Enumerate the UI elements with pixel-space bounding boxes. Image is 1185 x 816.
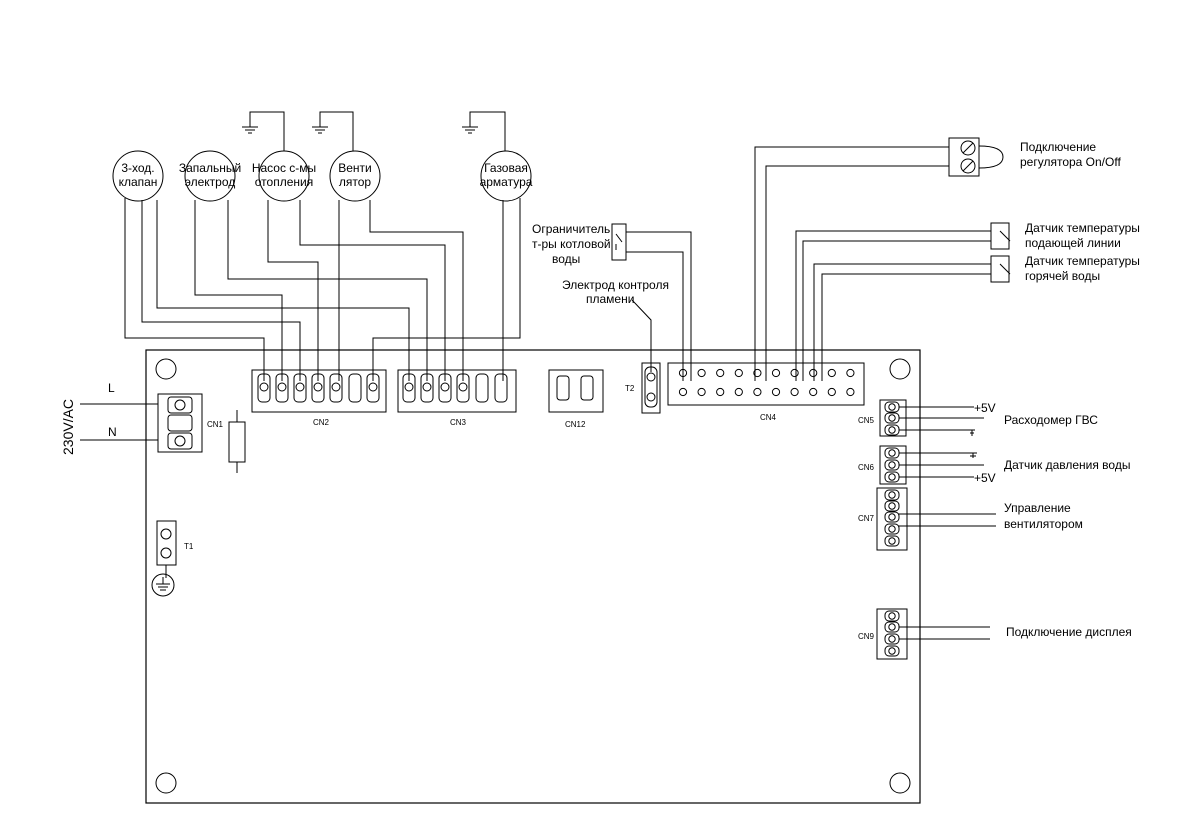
- regulator-terminal: Подключение регулятора On/Off: [754, 137, 1121, 381]
- power-input: 230V/AC L N CN1: [60, 381, 246, 473]
- svg-text:Датчик температуры: Датчик температуры: [1025, 221, 1140, 235]
- supply-temp-sensor: Датчик температуры подающей линии: [795, 221, 1140, 381]
- fuse: [228, 421, 246, 463]
- component-wiring: [124, 198, 521, 381]
- svg-text:горячей воды: горячей воды: [1025, 269, 1100, 283]
- connector-cn12: CN12: [548, 369, 604, 429]
- pressure-label: Датчик давления воды: [1004, 458, 1130, 472]
- dhw-temp-sensor: Датчик температуры горячей воды: [813, 254, 1140, 381]
- cn1-label: CN1: [207, 420, 224, 429]
- svg-text:Подключение: Подключение: [1020, 140, 1096, 154]
- display-label: Подключение дисплея: [1006, 625, 1132, 639]
- svg-text:воды: воды: [552, 252, 580, 266]
- svg-text:Управление: Управление: [1004, 501, 1071, 515]
- terminal-t2: T2: [625, 362, 661, 414]
- flowmeter-label: Расходомер ГВС: [1004, 413, 1098, 427]
- cn7-label: CN7: [858, 514, 875, 523]
- svg-text:лятор: лятор: [339, 175, 372, 189]
- control-board: [145, 349, 921, 804]
- line-label: L: [108, 381, 115, 395]
- component-3way-valve: 3-ход. клапан: [112, 150, 164, 202]
- cn6-label: CN6: [858, 463, 875, 472]
- cn2-label: CN2: [313, 418, 330, 427]
- flame-electrode: Электрод контроля пламени: [562, 278, 669, 372]
- svg-text:электрод: электрод: [185, 175, 236, 189]
- svg-text:Газовая: Газовая: [484, 161, 528, 175]
- t1-label: T1: [184, 542, 194, 551]
- svg-text:Запальный: Запальный: [179, 161, 241, 175]
- svg-text:Насос с-мы: Насос с-мы: [252, 161, 316, 175]
- svg-text:+5V: +5V: [974, 471, 996, 485]
- svg-text:т-ры котловой: т-ры котловой: [532, 237, 611, 251]
- svg-text:Датчик температуры: Датчик температуры: [1025, 254, 1140, 268]
- svg-text:пламени: пламени: [586, 292, 634, 306]
- ground-symbols: [242, 111, 506, 151]
- cn4-label: CN4: [760, 413, 777, 422]
- cn9-label: CN9: [858, 632, 875, 641]
- cn5-label: CN5: [858, 416, 875, 425]
- component-pump: Насос с-мы отопления: [252, 150, 316, 202]
- component-fan: Венти лятор: [329, 150, 381, 202]
- svg-text:регулятора On/Off: регулятора On/Off: [1020, 155, 1121, 169]
- svg-text:вентилятором: вентилятором: [1004, 517, 1083, 531]
- connector-cn7: CN7 Управление вентилятором: [858, 487, 1083, 551]
- svg-text:арматура: арматура: [480, 175, 533, 189]
- voltage-label: 230V/AC: [60, 399, 76, 455]
- svg-text:клапан: клапан: [119, 175, 158, 189]
- connector-cn5: CN5 +5V Расходомер ГВС: [858, 399, 1098, 437]
- connector-cn3: CN3: [397, 369, 517, 427]
- cn3-label: CN3: [450, 418, 467, 427]
- neutral-label: N: [108, 425, 117, 439]
- mounting-holes: [155, 358, 911, 794]
- connector-cn2: CN2: [251, 369, 387, 427]
- cn12-label: CN12: [565, 420, 586, 429]
- svg-text:подающей линии: подающей линии: [1025, 236, 1121, 250]
- component-gas-valve: Газовая арматура: [480, 150, 533, 202]
- connector-cn9: CN9 Подключение дисплея: [858, 608, 1132, 660]
- svg-text:+5V: +5V: [974, 401, 996, 415]
- earth-terminal-t1: T1: [151, 520, 194, 597]
- t2-label: T2: [625, 384, 635, 393]
- svg-text:3-ход.: 3-ход.: [121, 161, 154, 175]
- svg-text:Венти: Венти: [338, 161, 372, 175]
- component-igniter: Запальный электрод: [179, 150, 241, 202]
- svg-text:Ограничитель: Ограничитель: [532, 222, 610, 236]
- limiter-switch: Ограничитель т-ры котловой воды: [532, 222, 692, 381]
- svg-text:Электрод контроля: Электрод контроля: [562, 278, 669, 292]
- svg-text:отопления: отопления: [255, 175, 313, 189]
